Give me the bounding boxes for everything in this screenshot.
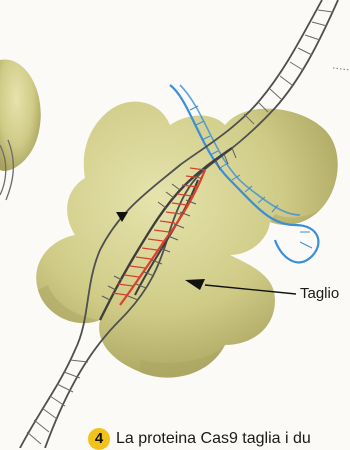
step-caption: 4 La proteina Cas9 taglia i du xyxy=(88,428,311,450)
step-number-badge: 4 xyxy=(88,428,110,450)
dotted-leader xyxy=(333,68,350,70)
background-protein-left xyxy=(0,60,41,171)
cut-label: Taglio xyxy=(300,285,339,302)
caption-text: La proteina Cas9 taglia i du xyxy=(116,430,311,447)
